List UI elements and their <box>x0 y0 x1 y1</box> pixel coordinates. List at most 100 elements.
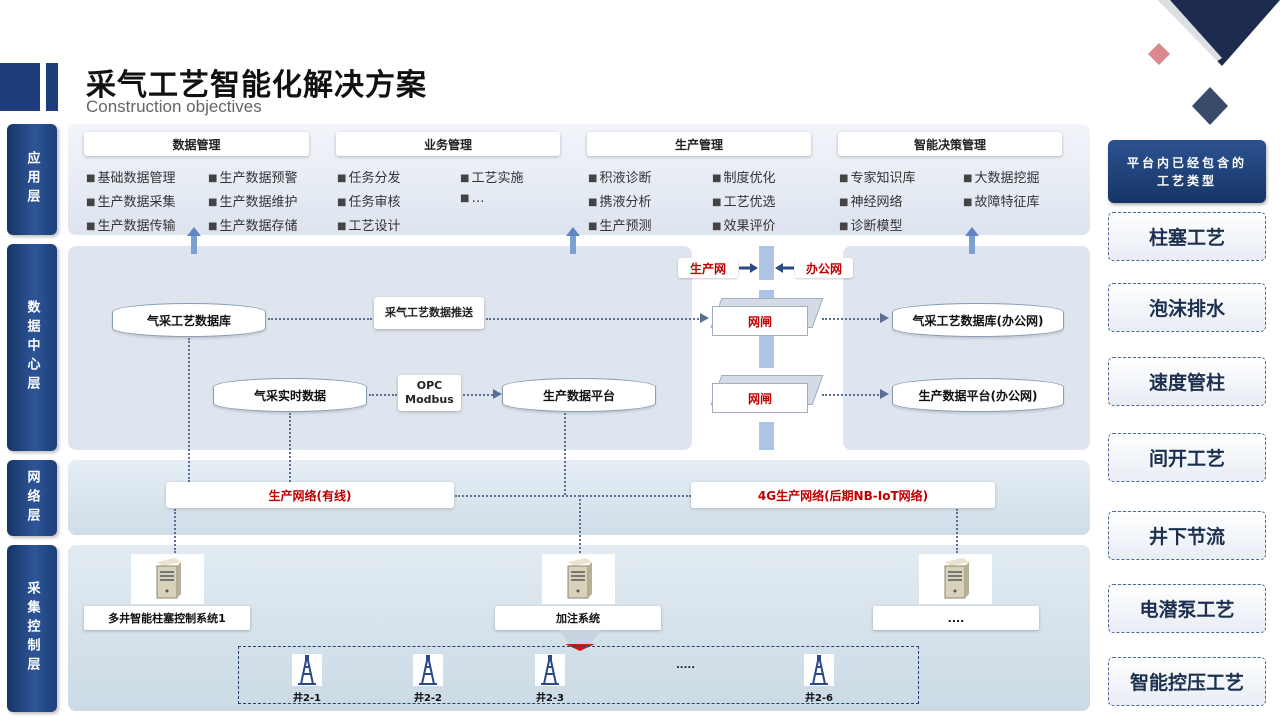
corner-triangle-decoration <box>1158 0 1280 66</box>
well-ellipsis: ..... <box>676 660 695 671</box>
list-item: 生产数据采集 <box>86 191 175 210</box>
plunger-control-system-box: 多井智能柱塞控制系统1 <box>84 606 250 630</box>
up-arrow-icon <box>965 227 979 254</box>
right-arrow-icon <box>739 263 758 273</box>
well-label: 井2-2 <box>413 693 443 704</box>
office-network-tag: 办公网 <box>795 258 853 278</box>
well-group-area <box>238 646 919 704</box>
process-type-item: 智能控压工艺 <box>1108 657 1266 706</box>
oil-well-icon <box>413 654 443 690</box>
production-data-platform: 生产数据平台 <box>502 378 656 412</box>
header-accent-block <box>0 63 40 111</box>
list-item: 任务审核 <box>337 191 400 210</box>
process-type-item: 电潜泵工艺 <box>1108 584 1266 633</box>
left-arrow-icon <box>775 263 794 273</box>
connector-line <box>564 413 566 495</box>
wired-production-network: 生产网络(有线) <box>166 482 454 508</box>
connector-line <box>455 495 691 497</box>
server-icon <box>131 554 204 604</box>
process-type-item: 柱塞工艺 <box>1108 212 1266 261</box>
process-type-item: 间开工艺 <box>1108 433 1266 482</box>
well-label: 井2-1 <box>292 693 322 704</box>
layer-label-network: 网络层 <box>7 460 57 536</box>
other-system-box: .... <box>873 606 1039 630</box>
list-item: 大数据挖掘 <box>963 167 1039 186</box>
connector-line <box>956 509 958 553</box>
down-funnel-icon <box>559 630 601 651</box>
category-production-management: 生产管理 <box>587 132 811 156</box>
office-production-data-platform: 生产数据平台(办公网) <box>892 378 1064 412</box>
list-item: 任务分发 <box>337 167 400 186</box>
injection-system-box: 加注系统 <box>495 606 661 630</box>
data-push-box: 采气工艺数据推送 <box>374 297 484 329</box>
connector-line <box>822 394 882 396</box>
layer-label-collection: 采集控制层 <box>7 545 57 712</box>
connector-line <box>463 394 493 396</box>
list-item: 神经网络 <box>839 191 902 210</box>
server-icon <box>919 554 992 604</box>
navy-diamond-decoration <box>1192 87 1228 125</box>
up-arrow-icon <box>566 227 580 254</box>
list-item: 工艺优选 <box>712 191 775 210</box>
gas-process-database: 气采工艺数据库 <box>112 303 266 337</box>
connector-line <box>486 318 702 320</box>
production-network-tag: 生产网 <box>678 258 738 278</box>
category-business-management: 业务管理 <box>336 132 560 156</box>
gateway-gate-2: 网闸 <box>712 383 808 413</box>
list-item: 工艺设计 <box>337 215 400 234</box>
list-item: 生产预测 <box>588 215 651 234</box>
datacenter-prod-panel <box>68 246 692 450</box>
list-item: 故障特征库 <box>963 191 1039 210</box>
list-item: 生产数据传输 <box>86 215 175 234</box>
list-item: … <box>460 191 484 206</box>
wireless-4g-network: 4G生产网络(后期NB-IoT网络) <box>691 482 995 508</box>
list-item: 携液分析 <box>588 191 651 210</box>
process-type-item: 速度管柱 <box>1108 357 1266 406</box>
process-types-header: 平台内已经包含的工艺类型 <box>1108 140 1266 203</box>
arrow-head-icon <box>880 389 889 399</box>
header-accent-bar <box>46 63 58 111</box>
arrow-head-icon <box>493 389 502 399</box>
page-title: 采气工艺智能化解决方案 <box>86 68 427 103</box>
page-subtitle: Construction objectives <box>86 97 262 116</box>
up-arrow-icon <box>187 227 201 254</box>
oil-well-icon <box>292 654 322 690</box>
oil-well-icon <box>535 654 565 690</box>
list-item: 诊断模型 <box>839 215 902 234</box>
connector-line <box>579 495 581 553</box>
connector-line <box>188 338 190 482</box>
well-label: 井2-6 <box>804 693 834 704</box>
pink-diamond-decoration <box>1148 43 1170 65</box>
list-item: 生产数据预警 <box>208 167 297 186</box>
list-item: 生产数据存储 <box>208 215 297 234</box>
datacenter-office-panel <box>843 246 1090 450</box>
connector-line <box>268 318 372 320</box>
category-intelligent-decision: 智能决策管理 <box>838 132 1062 156</box>
arrow-head-icon <box>880 313 889 323</box>
well-label: 井2-3 <box>535 693 565 704</box>
gateway-gate-1: 网闸 <box>712 306 808 336</box>
connector-line <box>174 509 176 553</box>
layer-label-datacenter: 数据中心层 <box>7 244 57 451</box>
isolation-divider <box>759 246 774 450</box>
list-item: 工艺实施 <box>460 167 523 186</box>
list-item: 专家知识库 <box>839 167 915 186</box>
oil-well-icon <box>804 654 834 690</box>
arrow-head-icon <box>700 313 709 323</box>
connector-line <box>289 413 291 482</box>
list-item: 基础数据管理 <box>86 167 175 186</box>
list-item: 效果评价 <box>712 215 775 234</box>
connector-line <box>822 318 882 320</box>
office-gas-process-database: 气采工艺数据库(办公网) <box>892 303 1064 337</box>
list-item: 制度优化 <box>712 167 775 186</box>
process-type-item: 井下节流 <box>1108 511 1266 560</box>
process-type-item: 泡沫排水 <box>1108 283 1266 332</box>
list-item: 生产数据维护 <box>208 191 297 210</box>
list-item: 积液诊断 <box>588 167 651 186</box>
layer-label-app: 应用层 <box>7 124 57 235</box>
category-data-management: 数据管理 <box>84 132 309 156</box>
server-icon <box>542 554 615 604</box>
connector-line <box>369 394 397 396</box>
realtime-data-database: 气采实时数据 <box>213 378 367 412</box>
